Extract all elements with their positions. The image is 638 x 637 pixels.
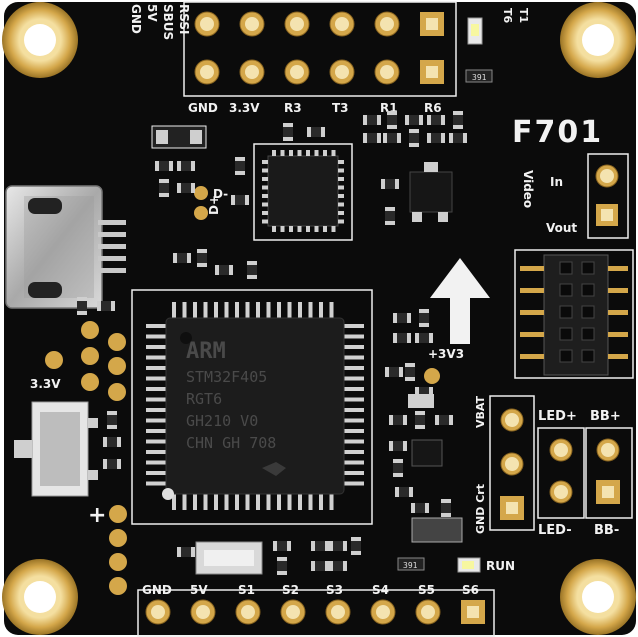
- left-pad-cluster: [45, 321, 127, 595]
- plus-label: +: [88, 503, 106, 528]
- top-header: [183, 1, 457, 97]
- bottom-header-label: S1: [238, 583, 255, 597]
- d-plus-label: D+: [207, 195, 221, 215]
- top-header-label: R6: [424, 101, 442, 115]
- left-top-labels: RSSI SBUS 5V GND: [129, 4, 191, 40]
- crystal: [195, 541, 263, 575]
- arrow-mark: [430, 258, 490, 344]
- in-label: In: [550, 175, 563, 189]
- usb-connector: [5, 185, 126, 309]
- bottom-header-label: S4: [372, 583, 389, 597]
- mcu-brand: ARM: [186, 339, 226, 364]
- svg-text:RSSI: RSSI: [177, 4, 191, 34]
- vbat-label: VBAT: [474, 395, 487, 428]
- d-minus-label: D-: [213, 187, 228, 201]
- top-header-label: 3.3V: [229, 101, 260, 115]
- top-header-label: R3: [284, 101, 302, 115]
- slide-switch: [14, 401, 98, 497]
- svg-text:T1: T1: [517, 8, 530, 23]
- bottom-header-label: S6: [462, 583, 479, 597]
- resistor-391-bottom: 391: [397, 557, 425, 571]
- mcu-chip: ARM STM32F405 RGT6 GH210 V0 CHN GH 708: [131, 289, 373, 525]
- video-label: Video: [521, 170, 535, 208]
- passive-components: [77, 111, 467, 575]
- bottom-header-label: GND: [142, 583, 172, 597]
- top-right-labels: T1 T6: [501, 8, 530, 24]
- bottom-header: [137, 589, 495, 637]
- gnd-crt-label: GND Crt: [474, 484, 487, 534]
- bottom-header-label: 5V: [190, 583, 208, 597]
- imu-chip: [253, 143, 353, 241]
- mount-hole-top-right: [560, 2, 636, 78]
- model-label: F701: [512, 115, 603, 150]
- svg-text:391: 391: [472, 73, 487, 82]
- svg-text:5V: 5V: [145, 4, 159, 22]
- plus3v3-label: +3V3: [428, 347, 464, 361]
- bottom-header-label: S5: [418, 583, 435, 597]
- top-header-label: T3: [332, 101, 349, 115]
- bb-minus-label: BB-: [594, 523, 619, 538]
- regulator-top: [409, 162, 453, 222]
- v33-label: 3.3V: [30, 377, 61, 391]
- svg-text:SBUS: SBUS: [161, 4, 175, 40]
- mount-hole-bottom-right: [560, 559, 636, 635]
- led-plus-label: LED+: [538, 409, 577, 424]
- svg-text:GND: GND: [129, 4, 143, 34]
- bottom-header-label: S2: [282, 583, 299, 597]
- mcu-line2: RGT6: [186, 390, 222, 408]
- resistor-391-top: 391: [465, 69, 493, 83]
- bb-plus-label: BB+: [590, 409, 621, 424]
- mcu-line4: CHN GH 708: [186, 434, 276, 452]
- run-label: RUN: [486, 559, 515, 573]
- vout-label: Vout: [546, 221, 577, 235]
- top-header-label: GND: [188, 101, 218, 115]
- led-minus-label: LED-: [538, 523, 572, 538]
- svg-text:391: 391: [403, 561, 418, 570]
- bottom-header-label: S3: [326, 583, 343, 597]
- mcu-line1: STM32F405: [186, 368, 267, 386]
- mount-hole-bottom-left: [2, 559, 78, 635]
- svg-text:T6: T6: [501, 8, 514, 24]
- mcu-line3: GH210 V0: [186, 412, 258, 430]
- mount-hole-top-left: [2, 2, 78, 78]
- connector-2x5: [514, 249, 634, 379]
